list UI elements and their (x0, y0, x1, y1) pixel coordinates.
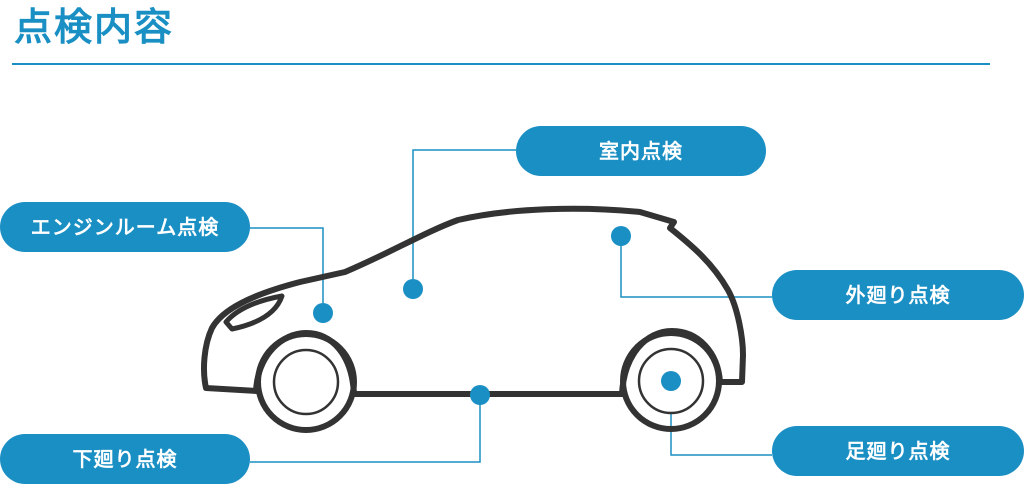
car-body-outline (201, 205, 746, 394)
marker-wheels (661, 371, 681, 391)
label-wheels-inspection: 足廻り点検 (772, 426, 1024, 476)
connector-exterior (620, 236, 772, 298)
marker-interior (403, 279, 423, 299)
marker-engine-room (313, 303, 333, 323)
marker-exterior (611, 226, 631, 246)
connector-underbody (250, 395, 481, 463)
connector-engine-room (250, 227, 324, 313)
title-divider (12, 63, 990, 65)
headlight (223, 293, 285, 332)
label-underbody-inspection: 下廻り点検 (0, 434, 250, 484)
page-title: 点検内容 (14, 5, 175, 49)
rear-tire (620, 330, 722, 432)
label-engine-room-inspection: エンジンルーム点検 (0, 202, 250, 252)
marker-underbody (470, 385, 490, 405)
front-tire (255, 331, 357, 433)
front-rim (272, 348, 340, 416)
label-interior-inspection: 室内点検 (516, 126, 766, 176)
label-exterior-inspection: 外廻り点検 (772, 270, 1024, 320)
